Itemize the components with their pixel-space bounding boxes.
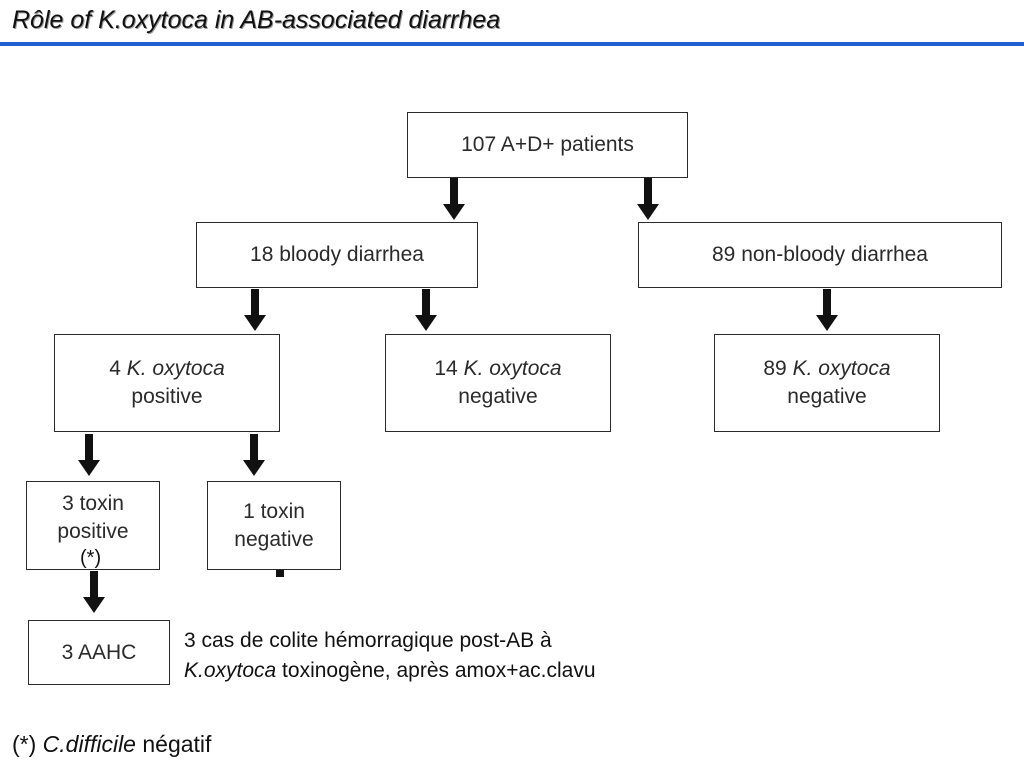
box-ko-negative-bloody-count: 14: [434, 357, 458, 380]
slide-title: Rôle of K.oxytoca in AB-associated diarr…: [12, 6, 501, 34]
box-non-bloody-diarrhea-label: 89 non-bloody diarrhea: [712, 243, 928, 266]
footnote-mark: (*): [12, 731, 43, 757]
box-ko-positive-organism: K. oxytoca: [126, 357, 225, 380]
box-ko-positive-count: 4: [109, 357, 121, 380]
box-non-bloody-diarrhea: 89 non-bloody diarrhea: [638, 222, 1002, 288]
connector-stub: [276, 570, 284, 577]
footnote-organism: C.difficile: [42, 731, 136, 757]
case-annotation-line2: K.oxytoca toxinogène, après amox+ac.clav…: [184, 656, 596, 686]
arrow-root-to-non-bloody: [637, 178, 659, 220]
box-toxin-negative-line2: negative: [234, 527, 314, 551]
box-ko-negative-bloody-organism: K. oxytoca: [463, 357, 562, 380]
case-annotation: 3 cas de colite hémorragique post-AB à K…: [184, 626, 596, 686]
box-bloody-diarrhea: 18 bloody diarrhea: [196, 222, 478, 288]
box-toxin-positive: 3 toxin positive: [26, 481, 160, 570]
box-ko-positive: 4 K. oxytoca positive: [54, 334, 280, 432]
box-ko-negative-bloody: 14 K. oxytoca negative: [385, 334, 611, 432]
box-toxin-negative: 1 toxin negative: [207, 481, 341, 570]
box-ko-negative-nonbloody-count: 89: [763, 357, 787, 380]
box-ko-negative-bloody-line1: 14 K. oxytoca: [434, 355, 561, 383]
box-ko-negative-nonbloody-organism: K. oxytoca: [792, 357, 891, 380]
arrow-root-to-bloody: [443, 178, 465, 220]
title-rule: [0, 42, 1024, 46]
toxin-positive-footnote-mark: (*): [80, 547, 102, 569]
box-ko-negative-nonbloody-result: negative: [787, 385, 867, 408]
footnote: (*) C.difficile négatif: [12, 731, 211, 758]
arrow-bloody-to-ko-positive: [244, 289, 266, 331]
box-aahc: 3 AAHC: [28, 620, 170, 685]
box-aahc-label: 3 AAHC: [61, 640, 137, 664]
box-bloody-diarrhea-label: 18 bloody diarrhea: [250, 243, 424, 266]
box-ko-negative-nonbloody: 89 K. oxytoca negative: [714, 334, 940, 432]
box-toxin-negative-line1: 1 toxin: [243, 499, 305, 523]
box-total-patients: 107 A+D+ patients: [407, 112, 688, 178]
arrow-ko-positive-to-toxin-positive: [78, 434, 100, 476]
box-ko-positive-result: positive: [131, 385, 203, 408]
box-ko-negative-nonbloody-line1: 89 K. oxytoca: [763, 355, 890, 383]
case-annotation-line1: 3 cas de colite hémorragique post-AB à: [184, 629, 552, 652]
arrow-bloody-to-ko-negative: [415, 289, 437, 331]
box-ko-positive-line1: 4 K. oxytoca: [109, 355, 225, 383]
box-toxin-positive-line1: 3 toxin: [62, 492, 124, 515]
box-total-patients-label: 107 A+D+ patients: [461, 133, 634, 156]
footnote-rest: négatif: [135, 731, 212, 757]
case-annotation-rest: toxinogène, après amox+ac.clavu: [276, 659, 596, 682]
case-annotation-organism: K.oxytoca: [184, 659, 277, 682]
box-ko-negative-bloody-result: negative: [458, 385, 538, 408]
arrow-ko-positive-to-toxin-negative: [243, 434, 265, 476]
arrow-toxin-positive-to-aahc: [83, 571, 105, 613]
arrow-non-bloody-to-ko-negative: [816, 289, 838, 331]
box-toxin-positive-line2: positive: [57, 520, 129, 543]
